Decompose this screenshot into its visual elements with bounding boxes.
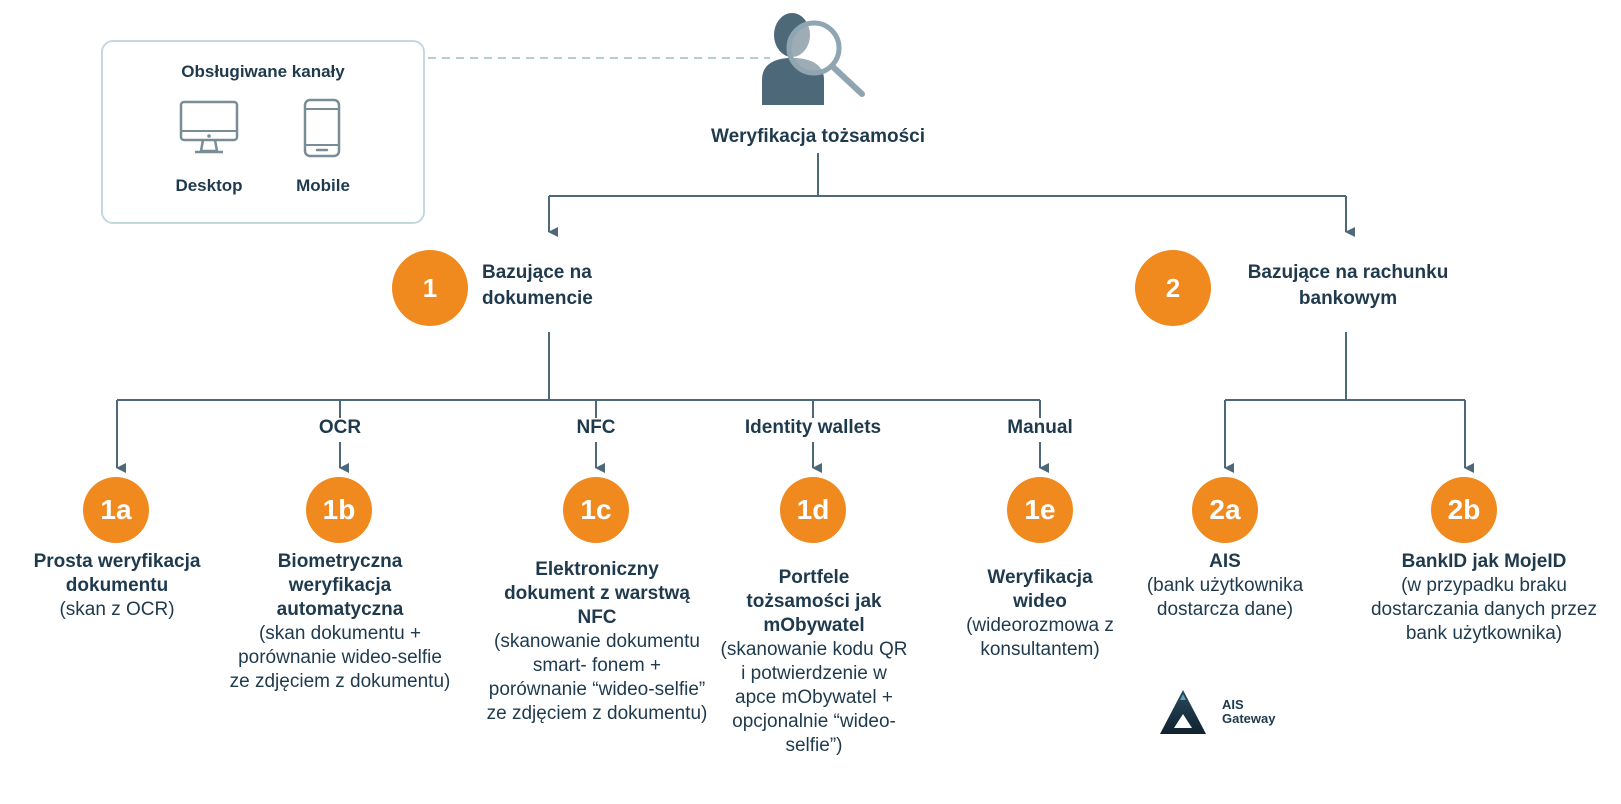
page-title: Weryfikacja tożsamości: [710, 126, 926, 147]
leaf-2b-text: BankID jak MojeID (w przypadku braku dos…: [1348, 550, 1620, 646]
leaf-1e-badge: 1e: [1007, 477, 1073, 543]
leaf-1a-desc: (skan z OCR): [59, 599, 175, 620]
desktop-icon: [179, 100, 239, 161]
leaf-1a-badge: 1a: [83, 477, 149, 543]
leaf-2b-title: BankID jak MojeID: [1401, 551, 1567, 572]
branch-1-label: Bazujące na dokumencie: [482, 262, 593, 309]
ais-gateway-logo-mark: [1160, 690, 1206, 734]
leaf-2a-badge: 2a: [1192, 477, 1258, 543]
leaf-1b-badge: 1b: [306, 477, 372, 543]
leaf-1d-badge: 1d: [780, 477, 846, 543]
category-identity-wallets: Identity wallets: [744, 417, 882, 438]
desktop-label: Desktop: [175, 176, 243, 195]
category-nfc: NFC: [576, 417, 616, 438]
category-ocr: OCR: [318, 417, 362, 438]
leaf-1d-desc: (skanowanie kodu QR i potwierdzenie w ap…: [720, 639, 908, 756]
leaf-2b-badge: 2b: [1431, 477, 1497, 543]
branch-2-label: Bazujące na rachunku bankowym: [1247, 262, 1449, 309]
leaf-1c-badge: 1c: [563, 477, 629, 543]
leaf-1c-title: Elektroniczny dokument z warstwą NFC: [504, 559, 690, 628]
leaf-1e-desc: (wideorozmowa z konsultantem): [966, 615, 1114, 660]
leaf-1d-text: Portfele tożsamości jak mObywatel (skano…: [719, 566, 909, 758]
leaf-1b-desc: (skan dokumentu + porównanie wideo-selfi…: [229, 623, 451, 692]
leaf-1d-title: Portfele tożsamości jak mObywatel: [746, 567, 882, 636]
leaf-2a-text: AIS (bank użytkownika dostarcza dane): [1140, 550, 1310, 622]
mobile-icon: [303, 98, 341, 163]
branch-2-badge: 2: [1135, 250, 1211, 326]
leaf-1e-text: Weryfikacja wideo (wideorozmowa z konsul…: [926, 566, 1154, 662]
mobile-label: Mobile: [296, 176, 350, 195]
leaf-1c-text: Elektroniczny dokument z warstwą NFC (sk…: [486, 558, 708, 726]
leaf-1b-title: Biometryczna weryfikacja automatyczna: [276, 551, 404, 620]
leaf-1a-text: Prosta weryfikacja dokumentu (skan z OCR…: [2, 550, 232, 622]
leaf-2a-desc: (bank użytkownika dostarcza dane): [1146, 575, 1304, 620]
ais-gateway-logo-line1: AIS: [1222, 697, 1244, 712]
leaf-2b-desc: (w przypadku braku dostarczania danych p…: [1370, 575, 1597, 644]
leaf-1b-text: Biometryczna weryfikacja automatyczna (s…: [212, 550, 468, 694]
leaf-1e-title: Weryfikacja wideo: [987, 567, 1093, 612]
ais-gateway-logo: AIS Gateway: [1158, 688, 1278, 738]
channels-box: Obsługiwane kanały Desktop Mobile: [101, 40, 425, 224]
channels-heading: Obsługiwane kanały: [181, 62, 345, 81]
leaf-1c-desc: (skanowanie dokumentu smart- fonem + por…: [486, 631, 708, 724]
leaf-2a-title: AIS: [1209, 551, 1241, 572]
leaf-1a-title: Prosta weryfikacja dokumentu: [33, 551, 201, 596]
ais-gateway-logo-line2: Gateway: [1222, 711, 1276, 726]
identity-verification-icon: [752, 8, 872, 112]
category-manual: Manual: [1007, 417, 1073, 438]
branch-1-badge: 1: [392, 250, 468, 326]
